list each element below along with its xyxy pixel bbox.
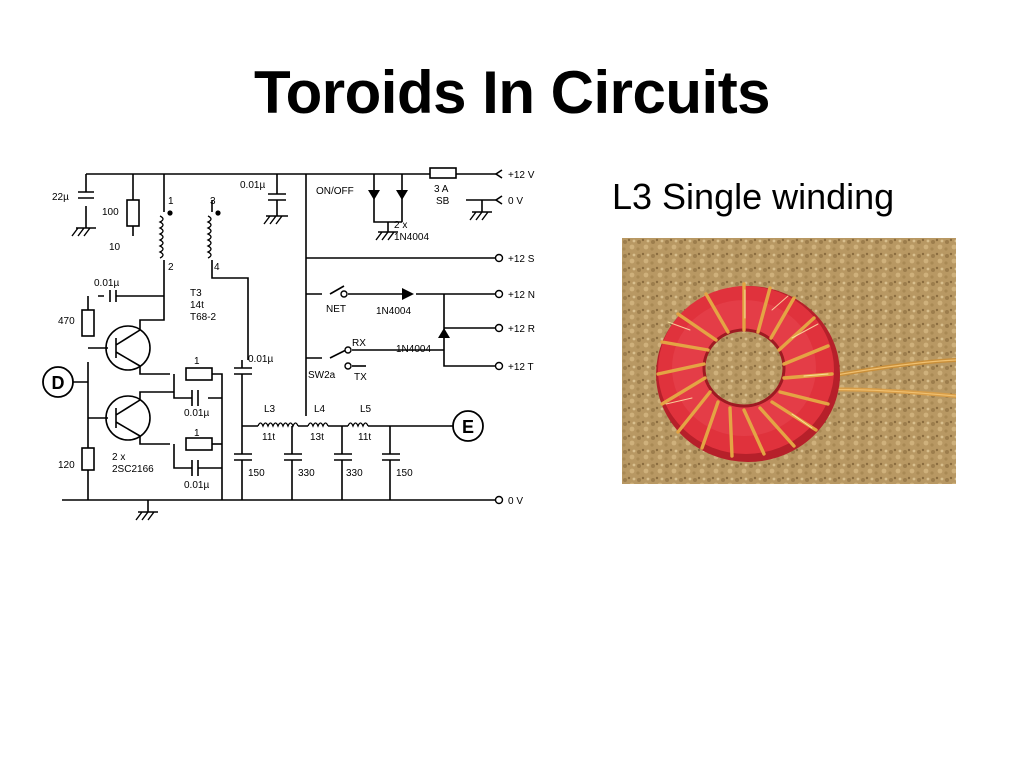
label-out-12v: +12 V bbox=[508, 170, 535, 181]
label-t3-name: T3 bbox=[190, 288, 202, 299]
label-l5-turns: 11t bbox=[358, 432, 371, 443]
label-rx: RX bbox=[352, 338, 366, 349]
label-q-count: 2 x bbox=[112, 452, 125, 463]
label-l3-turns: 11t bbox=[262, 432, 275, 443]
label-c-330b: 330 bbox=[346, 468, 363, 479]
label-out-12t: +12 T bbox=[508, 362, 534, 373]
label-tx: TX bbox=[354, 372, 367, 383]
label-c-001-e1: 0.01µ bbox=[184, 408, 209, 419]
node-e-label: E bbox=[462, 417, 474, 437]
label-out-12n: +12 N bbox=[508, 290, 535, 301]
label-d-rx: 1N4004 bbox=[396, 344, 431, 355]
label-r-120: 120 bbox=[58, 460, 75, 471]
label-pin1: 1 bbox=[168, 196, 174, 207]
label-diode-count: 2 x bbox=[394, 220, 407, 231]
label-c-001-e2: 0.01µ bbox=[184, 480, 209, 491]
label-r-1a: 1 bbox=[194, 356, 200, 367]
label-c-001-mid: 0.01µ bbox=[248, 354, 273, 365]
label-out-12r: +12 R bbox=[508, 324, 535, 335]
slide-title: Toroids In Circuits bbox=[253, 59, 771, 126]
label-t3-turns: 14t bbox=[190, 300, 204, 311]
label-l4-turns: 13t bbox=[310, 432, 324, 443]
label-out-12s: +12 S bbox=[508, 254, 535, 265]
label-fuse-sb: SB bbox=[436, 196, 450, 207]
label-net: NET bbox=[326, 304, 346, 315]
label-t3-core: T68-2 bbox=[190, 312, 217, 323]
label-diode-type: 1N4004 bbox=[394, 232, 429, 243]
label-fuse-a: 3 A bbox=[434, 184, 449, 195]
photo-caption: L3 Single winding bbox=[612, 176, 895, 217]
label-r-470: 470 bbox=[58, 316, 75, 327]
circuit-schematic: 22µ 100 10 1 2 3 4 0.01µ ON/OFF 3 A SB 2… bbox=[42, 167, 535, 521]
node-d-label: D bbox=[52, 373, 65, 393]
label-c-150b: 150 bbox=[396, 468, 413, 479]
label-pin2: 2 bbox=[168, 262, 174, 273]
label-l4: L4 bbox=[314, 404, 326, 415]
label-out-0v-top: 0 V bbox=[508, 196, 523, 207]
label-r-10: 10 bbox=[109, 242, 121, 253]
label-l5: L5 bbox=[360, 404, 372, 415]
toroid-photo bbox=[622, 238, 956, 484]
label-q-type: 2SC2166 bbox=[112, 464, 154, 475]
label-c-22u: 22µ bbox=[52, 192, 69, 203]
label-d-net: 1N4004 bbox=[376, 306, 411, 317]
label-r-1b: 1 bbox=[194, 428, 200, 439]
label-c-330a: 330 bbox=[298, 468, 315, 479]
label-c-001-top: 0.01µ bbox=[240, 180, 265, 191]
label-l3: L3 bbox=[264, 404, 276, 415]
label-r-100: 100 bbox=[102, 207, 119, 218]
label-c-001-left: 0.01µ bbox=[94, 278, 119, 289]
label-pin3: 3 bbox=[210, 196, 216, 207]
label-out-0v-bottom: 0 V bbox=[508, 496, 523, 507]
label-pin4: 4 bbox=[214, 262, 220, 273]
label-sw2a: SW2a bbox=[308, 370, 336, 381]
label-on-off: ON/OFF bbox=[316, 186, 354, 197]
label-c-150a: 150 bbox=[248, 468, 265, 479]
